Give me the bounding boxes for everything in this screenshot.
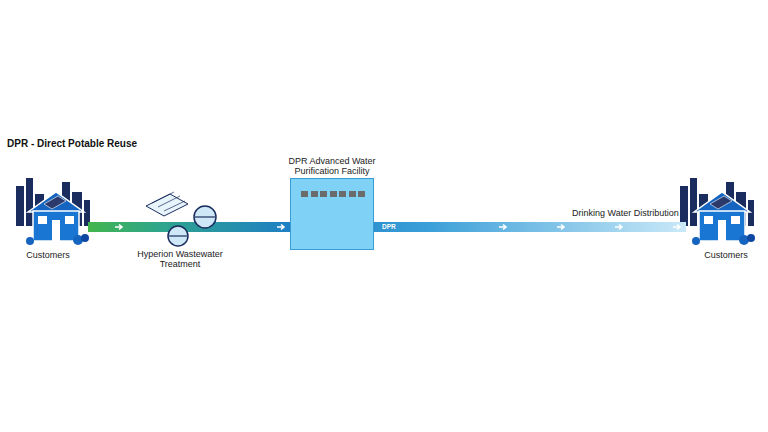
treatment-tanks bbox=[146, 192, 216, 246]
factory-window bbox=[301, 191, 308, 197]
customer-house-right bbox=[680, 178, 755, 245]
factory-window bbox=[339, 191, 346, 197]
icon-space bbox=[48, 176, 49, 250]
flow-arrow bbox=[557, 225, 564, 230]
flow-band-body bbox=[88, 222, 128, 232]
flow-band bbox=[232, 222, 290, 232]
node-label: Hyperion Wastewater Treatment bbox=[128, 249, 232, 269]
facility-node: DPR Advanced Water Purification Facility bbox=[282, 156, 382, 250]
flow-arrow bbox=[499, 225, 506, 230]
node-label: DPR Advanced Water Purification Facility bbox=[282, 156, 382, 176]
icon-space bbox=[180, 192, 181, 249]
edge-label: DPR bbox=[382, 223, 396, 231]
treatment-node: Hyperion Wastewater Treatment bbox=[128, 192, 232, 269]
customer-house-left bbox=[16, 178, 90, 245]
factory-building bbox=[290, 178, 374, 250]
diagram-title: DPR - Direct Potable Reuse bbox=[7, 138, 137, 149]
flow-arrow bbox=[615, 225, 622, 230]
factory-window bbox=[330, 191, 337, 197]
flow-band bbox=[374, 222, 686, 232]
flow-arrow bbox=[673, 225, 680, 230]
customer-node: Customers bbox=[8, 176, 88, 260]
icon-space bbox=[726, 176, 727, 250]
node-label: Customers bbox=[26, 250, 70, 260]
customer-node: Customers bbox=[686, 176, 766, 260]
factory-window bbox=[311, 191, 318, 197]
factory-window bbox=[349, 191, 356, 197]
note-label: Drinking Water Distribution bbox=[572, 208, 679, 218]
flow-band-body bbox=[374, 222, 686, 232]
flow-arrow bbox=[115, 225, 122, 230]
factory-window bbox=[358, 191, 365, 197]
flow-band-body bbox=[232, 222, 290, 232]
flow-arrow bbox=[277, 225, 284, 230]
flow-band bbox=[88, 222, 128, 232]
node-label: Customers bbox=[704, 250, 748, 260]
factory-window bbox=[320, 191, 327, 197]
